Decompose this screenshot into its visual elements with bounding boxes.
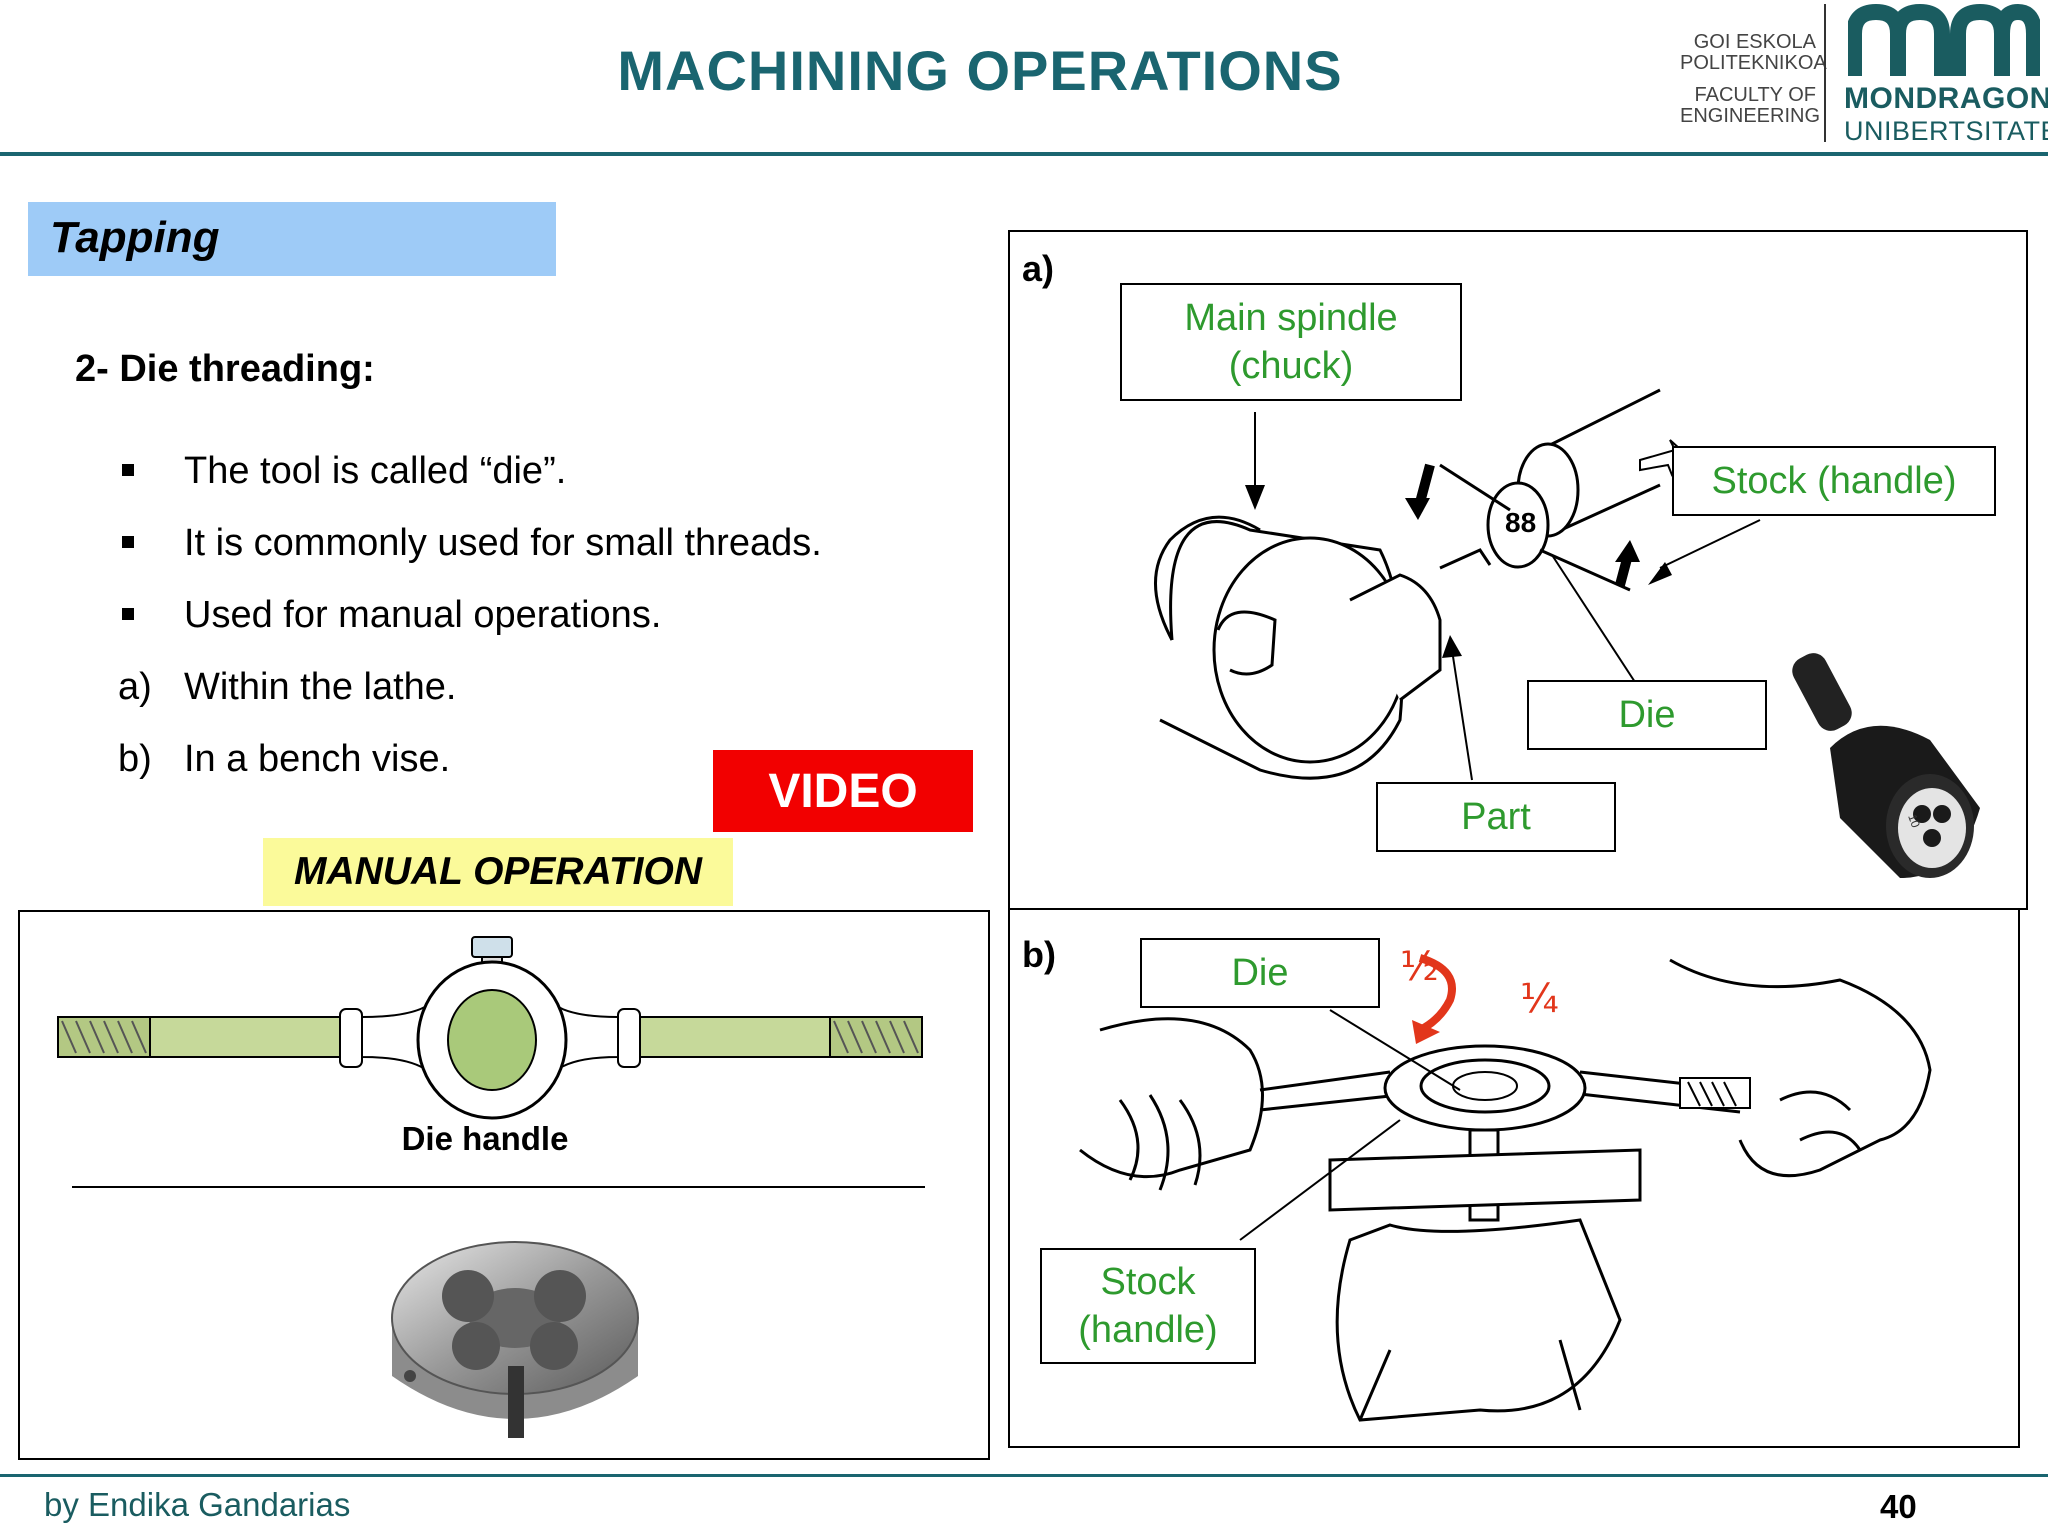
callout-stock-handle: Stock (handle) [1672, 446, 1996, 516]
die-handle-caption: Die handle [401, 1120, 569, 1157]
logo-text-politeknikoa: POLITEKNIKOA [1680, 52, 1827, 74]
logo-text-goi-eskola: GOI ESKOLA [1693, 31, 1816, 53]
die-marking-text: 10 [1905, 812, 1923, 830]
callout-stock-handle-b: Stock (handle) [1040, 1248, 1256, 1364]
page-number: 40 [1880, 1488, 1917, 1525]
svg-text:88: 88 [1505, 507, 1536, 538]
die-handle-illustration [57, 936, 923, 1120]
panel-divider [72, 1186, 925, 1188]
callout-stock-line2: (handle) [1078, 1309, 1218, 1351]
logo-text-faculty: FACULTY OF [1694, 84, 1816, 106]
logo-text-engineering: ENGINEERING [1680, 105, 1821, 127]
die-handle-panel [18, 910, 990, 1460]
panel-b-bench-vise [1008, 908, 2020, 1448]
panel-a-letter: a) [1022, 248, 1055, 289]
callout-main-spindle: Main spindle (chuck) [1120, 283, 1462, 401]
video-button[interactable]: VIDEO [713, 750, 973, 832]
header-rule [0, 152, 2048, 156]
callout-main-spindle-line1: Main spindle [1184, 297, 1398, 339]
section-banner [28, 202, 556, 276]
callout-stock-line1: Stock [1100, 1261, 1196, 1303]
half-turn-label: ½ [1400, 944, 1439, 990]
callout-die: Die [1527, 680, 1767, 750]
callout-part: Part [1376, 782, 1616, 852]
enum-marker: b) [118, 738, 152, 780]
mondragon-mark-icon [1848, 4, 2040, 76]
callout-die-b: Die [1140, 938, 1380, 1008]
bullet-item: The tool is called “die”. [184, 450, 567, 492]
page-title: MACHINING OPERATIONS [617, 39, 1343, 102]
enum-marker: a) [118, 666, 152, 708]
university-logo: GOI ESKOLA POLITEKNIKOA FACULTY OF ENGIN… [1680, 0, 2048, 150]
bullet-item: It is commonly used for small threads. [184, 522, 822, 564]
panel-b-letter: b) [1022, 934, 1056, 975]
die-holder-photo: 10 [1792, 653, 1980, 878]
enum-item: In a bench vise. [184, 738, 451, 780]
bench-vise-illustration: ½ ¼ [1079, 944, 1932, 1422]
content-heading: 2- Die threading: [75, 348, 375, 390]
logo-brand-sub: UNIBERTSITATEA [1844, 116, 2048, 146]
footer-author: by Endika Gandarias [44, 1486, 351, 1523]
round-die-photo [391, 1241, 639, 1438]
enum-item: Within the lathe. [184, 666, 457, 708]
section-label: Tapping [50, 213, 220, 262]
callout-main-spindle-line2: (chuck) [1228, 345, 1354, 387]
bullet-icon [122, 536, 134, 548]
bullet-icon [122, 608, 134, 620]
logo-divider [1824, 4, 1826, 142]
bullet-item: Used for manual operations. [184, 594, 662, 636]
manual-operation-label: MANUAL OPERATION [263, 838, 733, 906]
logo-brand: MONDRAGON [1844, 82, 2048, 115]
lathe-die-illustration: 88 [1154, 388, 1761, 781]
quarter-turn-label: ¼ [1520, 976, 1559, 1022]
bullet-icon [122, 464, 134, 476]
footer-rule [0, 1474, 2048, 1477]
